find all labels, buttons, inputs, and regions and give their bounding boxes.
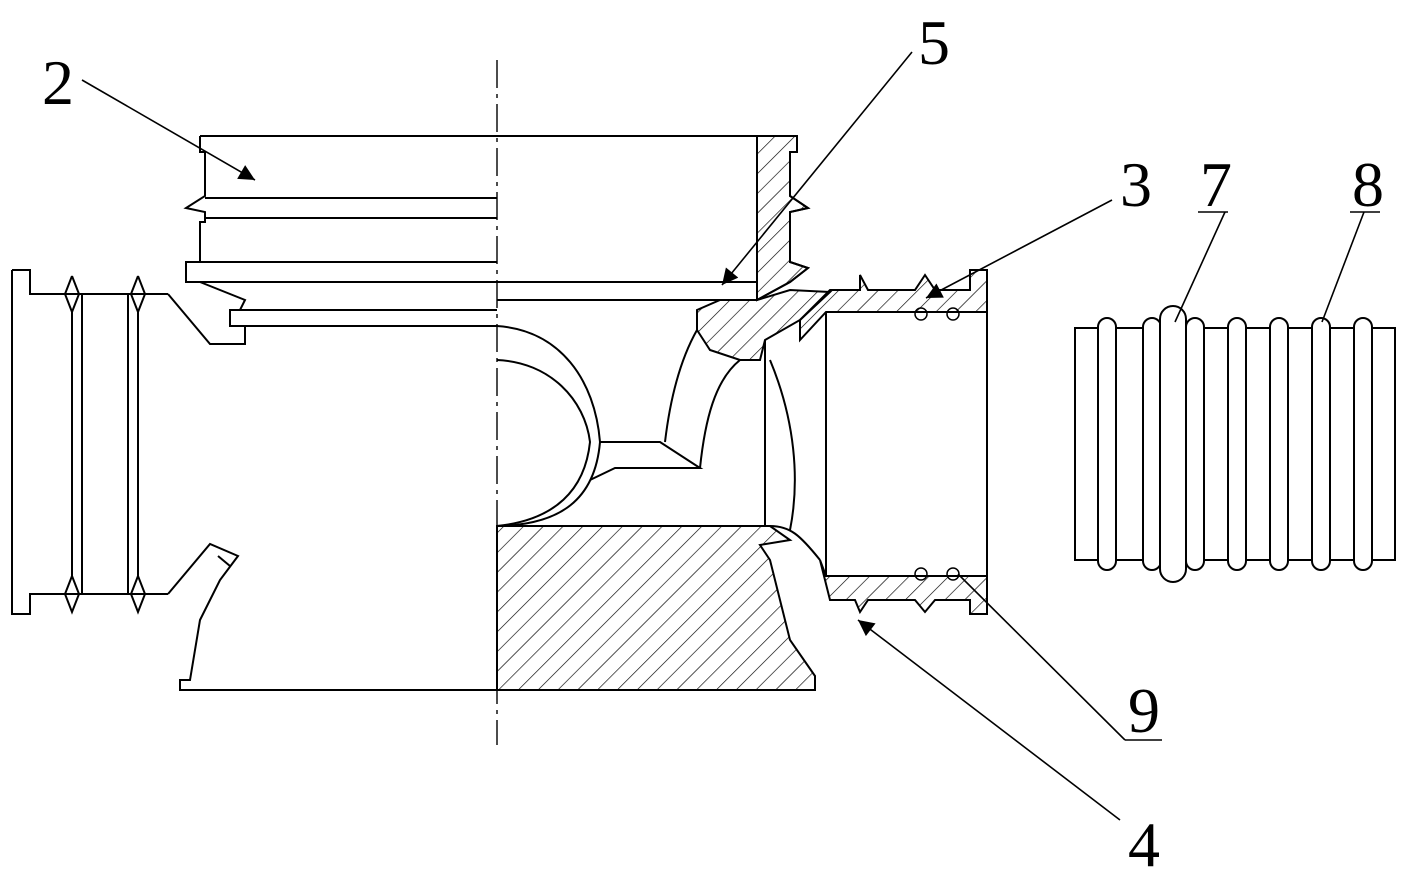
top-socket bbox=[183, 135, 811, 302]
leader-7 bbox=[1174, 211, 1226, 323]
left-socket bbox=[11, 269, 168, 615]
label-9: 9 bbox=[1128, 675, 1160, 746]
label-8: 8 bbox=[1352, 149, 1384, 220]
leader-8 bbox=[1321, 211, 1365, 323]
label-5: 5 bbox=[918, 7, 950, 78]
leader-5 bbox=[721, 51, 913, 286]
label-4: 4 bbox=[1128, 809, 1160, 875]
leader-2 bbox=[81, 79, 256, 181]
corrugated-pipe bbox=[1074, 305, 1396, 583]
label-2: 2 bbox=[42, 47, 74, 118]
leader-3 bbox=[925, 199, 1113, 299]
right-socket bbox=[769, 269, 988, 615]
leader-9 bbox=[957, 573, 1126, 741]
tee-body-left bbox=[167, 281, 497, 691]
label-7: 7 bbox=[1200, 149, 1232, 220]
label-3: 3 bbox=[1120, 149, 1152, 220]
leader-4 bbox=[857, 619, 1121, 821]
tee-body-right bbox=[496, 288, 833, 691]
